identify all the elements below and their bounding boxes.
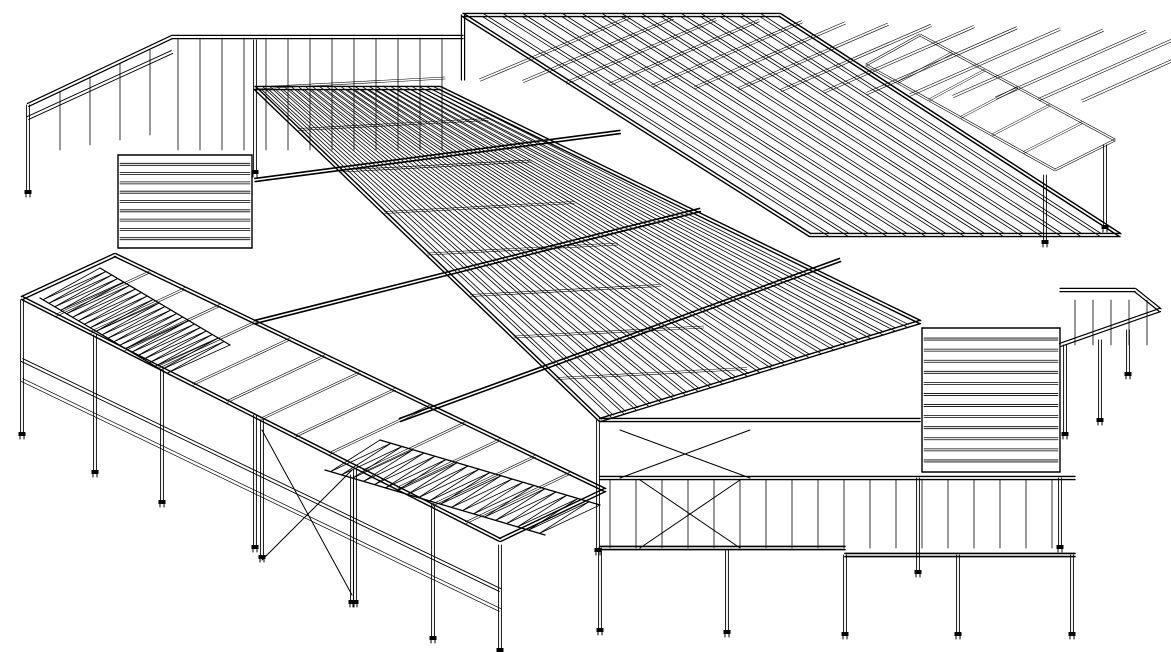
main-roof-deck xyxy=(253,76,922,423)
right-louvre-block xyxy=(921,327,1061,473)
front-left-truss-roof xyxy=(18,252,607,652)
pergola-frame xyxy=(865,33,1116,248)
left-louvre-block xyxy=(117,154,253,249)
rear-roof-deck xyxy=(460,12,1171,238)
front-right-frame xyxy=(594,417,1076,640)
right-platform xyxy=(1058,287,1162,440)
